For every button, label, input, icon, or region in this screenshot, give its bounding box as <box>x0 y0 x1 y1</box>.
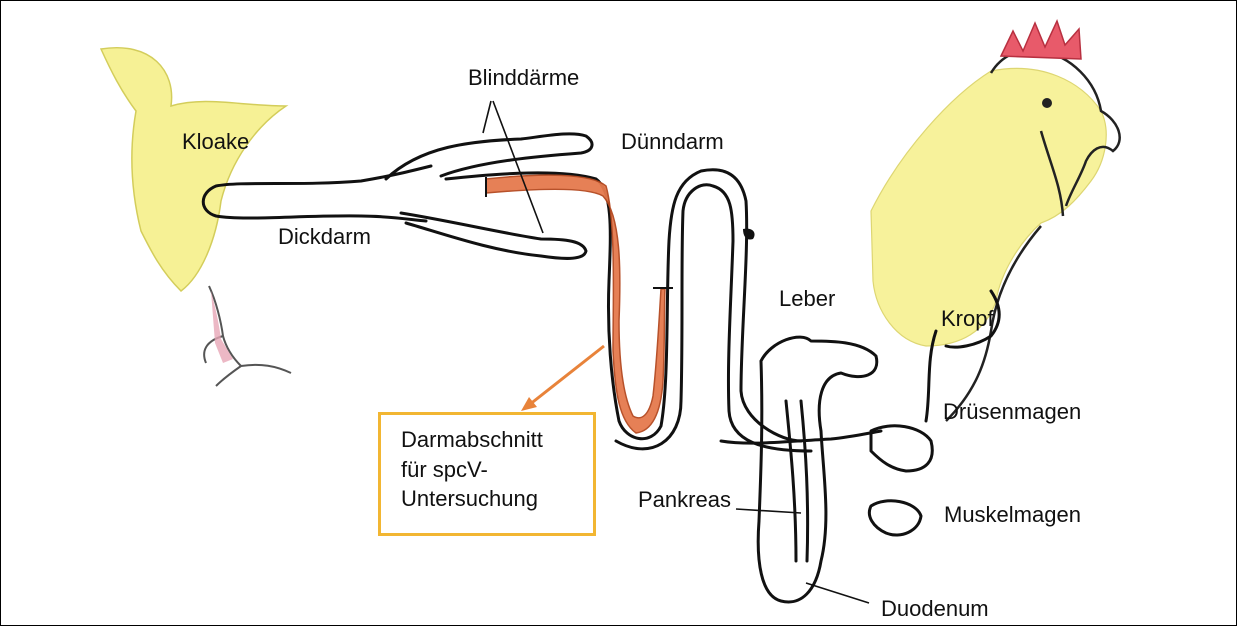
muskelmagen-outline <box>869 501 921 535</box>
label-leber: Leber <box>779 286 835 311</box>
dickdarm-outline <box>203 166 431 221</box>
blinddaerme-leader-1 <box>483 101 491 133</box>
chicken-neck-feathers <box>871 68 1106 346</box>
highlighted-intestine-section <box>486 175 665 433</box>
duodenum-outline <box>758 337 877 602</box>
pankreas-leader <box>736 509 801 513</box>
label-druesenmagen: Drüsenmagen <box>943 399 1081 424</box>
chicken-eye <box>1042 98 1052 108</box>
blinddarm-lower-outline <box>401 213 586 258</box>
label-duenndarm: Dünndarm <box>621 129 724 154</box>
duenndarm-marker <box>743 229 755 240</box>
label-kloake: Kloake <box>182 129 249 154</box>
label-duodenum: Duodenum <box>881 596 989 621</box>
blinddaerme-leader-2 <box>493 101 543 233</box>
duodenum-leader <box>806 583 869 603</box>
callout-line-1: Darmabschnitt <box>401 425 583 455</box>
callout-arrow <box>521 346 604 411</box>
label-kropf: Kropf <box>941 306 994 331</box>
label-dickdarm: Dickdarm <box>278 224 371 249</box>
chicken-tail-feathers <box>101 48 286 291</box>
pankreas-outline <box>786 401 808 561</box>
label-blinddaerme: Blinddärme <box>468 65 579 90</box>
label-muskelmagen: Muskelmagen <box>944 502 1081 527</box>
duenndarm-inner-outline <box>616 185 811 451</box>
callout-line-3: Untersuchung <box>401 484 583 514</box>
chicken-head-drawing <box>871 21 1120 421</box>
callout-box: Darmabschnitt für spcV- Untersuchung <box>378 412 596 536</box>
chicken-comb <box>1001 21 1081 59</box>
label-pankreas: Pankreas <box>638 487 731 512</box>
blinddarm-upper-outline <box>386 134 592 179</box>
callout-line-2: für spcV- <box>401 455 583 485</box>
